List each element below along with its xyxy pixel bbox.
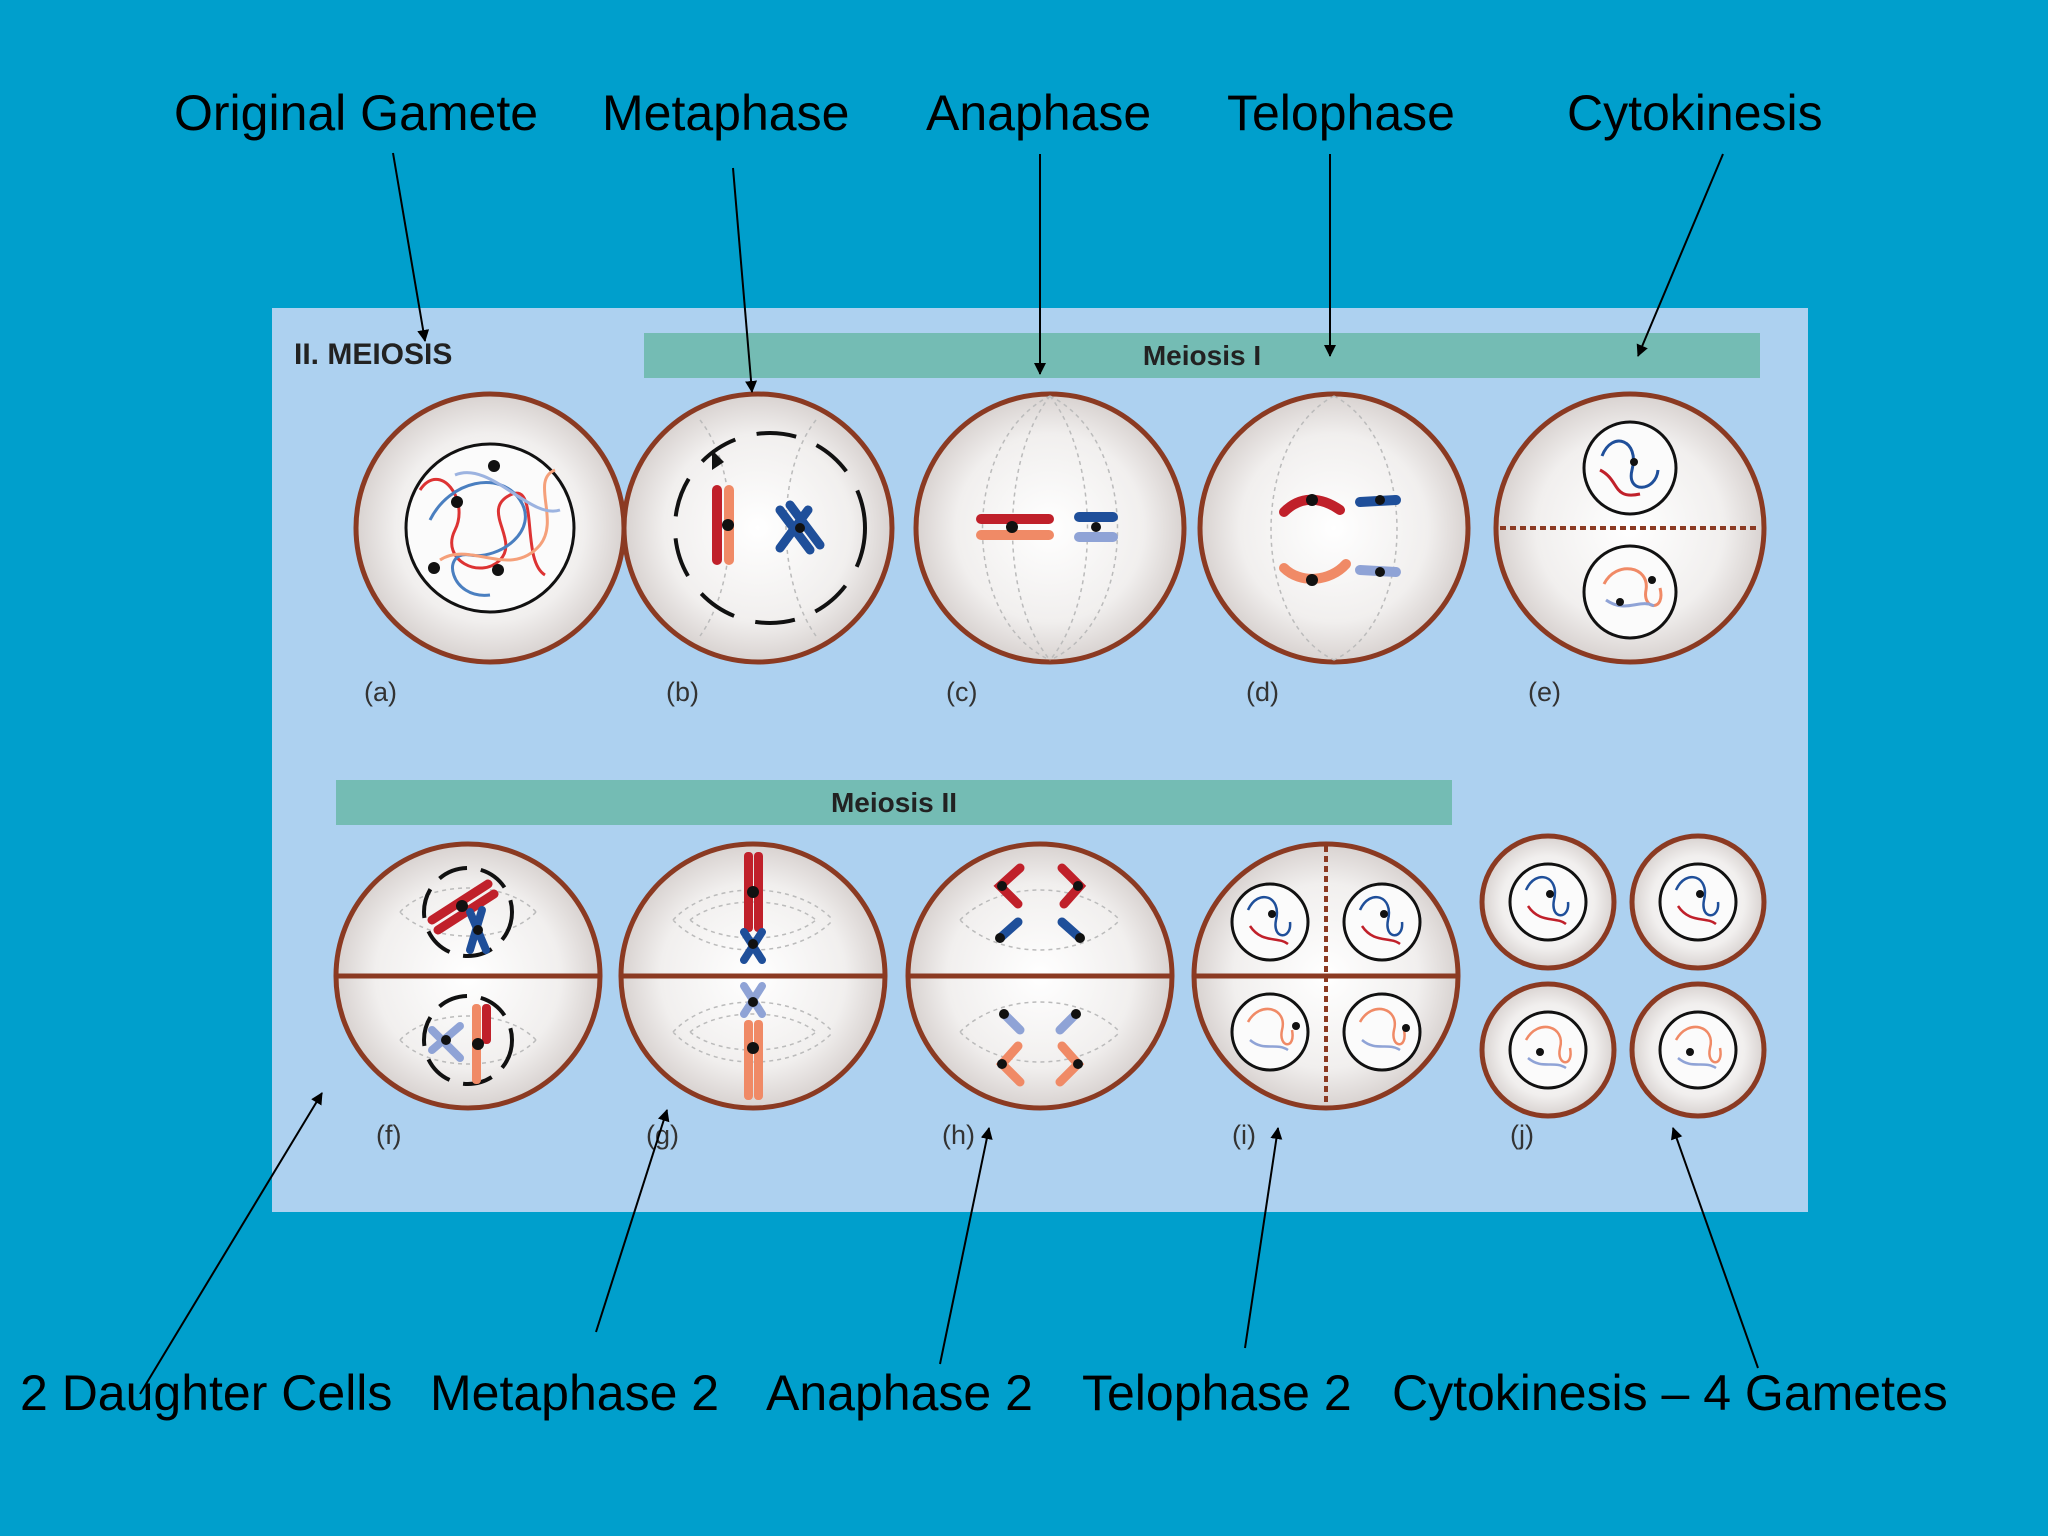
cell-c [913,391,1187,665]
arrow-telophase-2 [1244,1127,1283,1349]
label-anaphase: Anaphase [926,85,1152,141]
caption-d: (d) [1246,677,1279,707]
label-metaphase-2: Metaphase 2 [430,1365,720,1421]
caption-e: (e) [1528,677,1561,707]
gamete-2 [1629,833,1767,971]
label-anaphase-2: Anaphase 2 [766,1365,1033,1421]
caption-c: (c) [946,677,978,707]
label-telophase: Telophase [1227,85,1455,141]
gamete-3 [1479,981,1617,1119]
cell-h [905,841,1175,1111]
caption-a: (a) [364,677,397,707]
cell-e [1493,391,1767,665]
arrow-metaphase-2 [595,1109,670,1333]
meiosis-2-bar: Meiosis II [336,780,1452,825]
meiosis-1-label: Meiosis I [1142,339,1262,371]
caption-i: (i) [1232,1120,1256,1150]
gamete-1 [1479,833,1617,971]
arrow-original-gamete [392,152,430,342]
caption-f: (f) [376,1120,402,1150]
arrow-metaphase [732,167,758,393]
caption-b: (b) [666,677,699,707]
cell-d [1197,391,1471,665]
cell-a [353,391,627,665]
meiosis-1-bar: Meiosis I [644,333,1760,378]
gamete-4 [1629,981,1767,1119]
caption-j: (j) [1510,1120,1534,1150]
meiosis-2-label: Meiosis II [830,786,958,818]
cell-g [618,841,888,1111]
cell-f [333,841,603,1111]
label-original-gamete: Original Gamete [174,85,539,141]
label-cytokinesis: Cytokinesis [1567,85,1823,141]
label-2-daughter-cells: 2 Daughter Cells [20,1365,393,1421]
arrow-anaphase-2 [939,1127,993,1365]
label-cytokinesis-4-gametes: Cytokinesis – 4 Gametes [1392,1365,1948,1421]
pointer-arrows [139,152,1759,1395]
cell-b [621,391,895,665]
arrow-cytokinesis [1636,153,1724,357]
gametes-j [1479,833,1767,1119]
arrow-cytokinesis-4-gametes [1671,1127,1759,1369]
label-metaphase: Metaphase [602,85,850,141]
panel-title: II. MEIOSIS [294,338,453,371]
caption-h: (h) [942,1120,975,1150]
cell-i [1191,841,1461,1111]
arrow-2-daughter-cells [139,1092,323,1395]
label-telophase-2: Telophase 2 [1082,1365,1352,1421]
